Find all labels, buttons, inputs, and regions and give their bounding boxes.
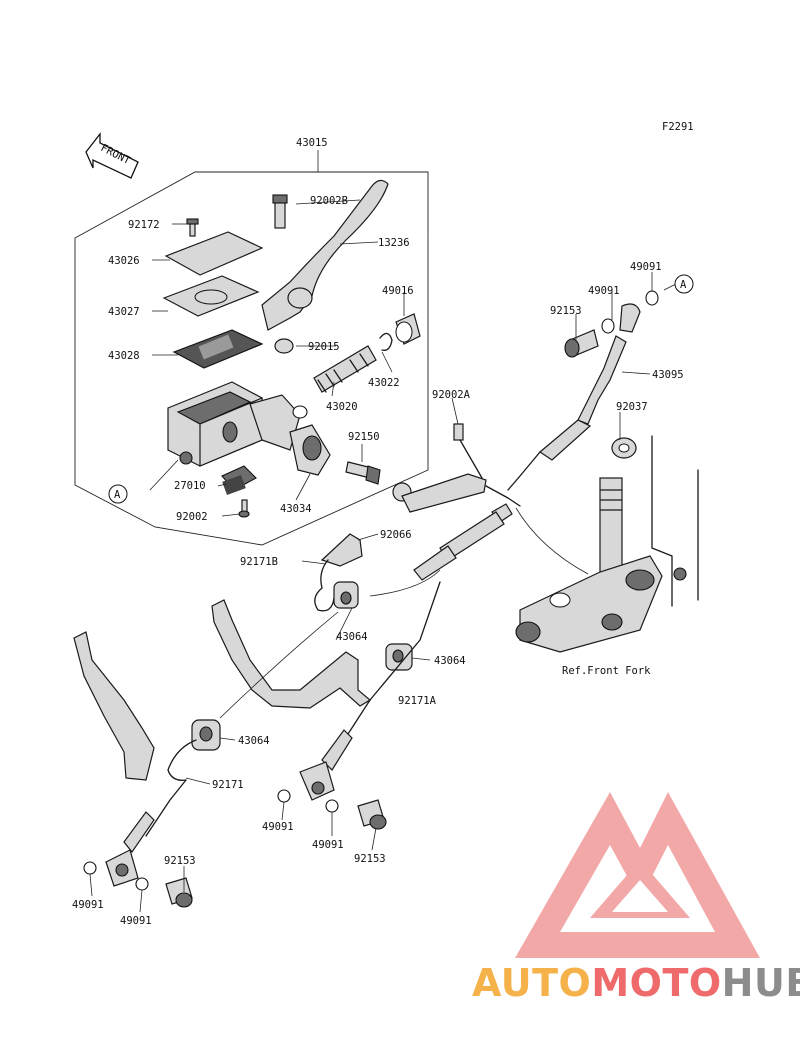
front-arrow-icon: FRONT [85, 132, 139, 179]
washer-49091b-icon [601, 318, 615, 334]
label-49091-a: 49091 [630, 261, 662, 273]
label-92002A: 92002A [432, 389, 471, 401]
screw-92172-icon [186, 218, 199, 237]
watermark-part-hub: HUB [722, 961, 800, 1005]
washer-49091c-icon [277, 789, 291, 803]
brake-pipe-left-icon [105, 779, 187, 887]
circlip-icon [379, 332, 393, 351]
watermark-part-auto: AUTO [472, 961, 591, 1005]
nut-92015-icon [274, 338, 294, 354]
lead-to-fork [515, 507, 589, 575]
bolt-92150-icon [345, 461, 381, 485]
label-92171B: 92171B [240, 556, 278, 568]
label-92153-c: 92153 [164, 855, 196, 867]
label-49091-e: 49091 [72, 899, 104, 911]
reference-front-fork: Ref.Front Fork [562, 665, 651, 677]
label-43064-b: 43064 [434, 655, 466, 667]
bracket-92066-icon [320, 533, 363, 567]
label-92172: 92172 [128, 219, 160, 231]
label-43022: 43022 [368, 377, 400, 389]
label-43034: 43034 [280, 503, 312, 515]
label-43064-c: 43064 [238, 735, 270, 747]
grommet-43064b-icon [385, 643, 413, 671]
washer-49091f-icon [135, 877, 149, 891]
lever-bolt-icon [272, 194, 288, 229]
lead-pipe-2 [219, 611, 339, 719]
piston-kit-icon [313, 345, 377, 393]
label-43026: 43026 [108, 255, 140, 267]
watermark-part-moto: MOTO [591, 961, 721, 1005]
part-labels: 43015 92002B 92172 43026 13236 43027 490… [72, 137, 684, 927]
label-43020: 43020 [326, 401, 358, 413]
brake-switch-icon [221, 465, 257, 495]
bracket-left-icon [73, 631, 155, 781]
washer-icon [292, 405, 308, 419]
banjo-fitting-icon [619, 303, 641, 333]
label-92153-a: 92153 [550, 305, 582, 317]
assembly-frame [74, 171, 429, 546]
cap-plate-icon [162, 275, 260, 317]
label-49091-f: 49091 [120, 915, 152, 927]
label-43015: 43015 [296, 137, 328, 149]
lever-holder-icon [289, 424, 331, 476]
master-cylinder-body-icon [167, 381, 301, 467]
svg-text:A: A [114, 489, 121, 501]
brake-hose-upper-icon [401, 473, 521, 581]
label-92002: 92002 [176, 511, 208, 523]
callout-a-left: A [108, 484, 128, 504]
grommet-43064c-icon [191, 719, 221, 751]
clamp-92171-icon [167, 739, 197, 781]
label-92150: 92150 [348, 431, 380, 443]
watermark-logo [515, 792, 760, 958]
washer-49091d-icon [325, 799, 339, 813]
label-92171: 92171 [212, 779, 244, 791]
banjo-bolt-left-icon [165, 877, 193, 908]
label-49091-b: 49091 [588, 285, 620, 297]
label-43095: 43095 [652, 369, 684, 381]
lead-pipe [369, 569, 441, 597]
svg-text:A: A [680, 279, 687, 291]
brake-hose-43095-icon [507, 335, 627, 491]
steering-stem-icon [515, 477, 663, 653]
label-92153-b: 92153 [354, 853, 386, 865]
banjo-bolt-right-icon [357, 799, 387, 830]
banjo-bolt-top-icon [564, 329, 599, 358]
washer-49091-icon [645, 290, 659, 306]
label-49091-d: 49091 [312, 839, 344, 851]
reservoir-cap-icon [164, 231, 264, 276]
label-49016: 49016 [382, 285, 414, 297]
clamp-92171B-icon [314, 559, 335, 612]
label-92171A: 92171A [398, 695, 437, 707]
label-43028: 43028 [108, 350, 140, 362]
dust-boot-icon [395, 313, 421, 345]
fitting-92037-icon [611, 437, 637, 459]
label-27010: 27010 [174, 480, 206, 492]
brake-pipe-right-icon [299, 581, 441, 801]
callout-a-right: A [674, 274, 694, 294]
label-13236: 13236 [378, 237, 410, 249]
fork-leg-icon [651, 435, 699, 607]
label-43064-a: 43064 [336, 631, 368, 643]
washer-49091e-icon [83, 861, 97, 875]
bracket-middle-icon [211, 599, 372, 709]
label-92015: 92015 [308, 341, 340, 353]
label-92037: 92037 [616, 401, 648, 413]
grommet-43064a-icon [333, 581, 359, 609]
label-43027: 43027 [108, 306, 140, 318]
figure-code: F2291 [662, 121, 694, 133]
watermark-text: AUTOMOTOHUB [472, 961, 800, 1005]
leader-lines [89, 150, 677, 913]
label-92002B: 92002B [310, 195, 348, 207]
screw-92002-icon [238, 499, 250, 518]
label-92066: 92066 [380, 529, 412, 541]
label-49091-c: 49091 [262, 821, 294, 833]
bolt-92002A-icon [453, 423, 483, 479]
